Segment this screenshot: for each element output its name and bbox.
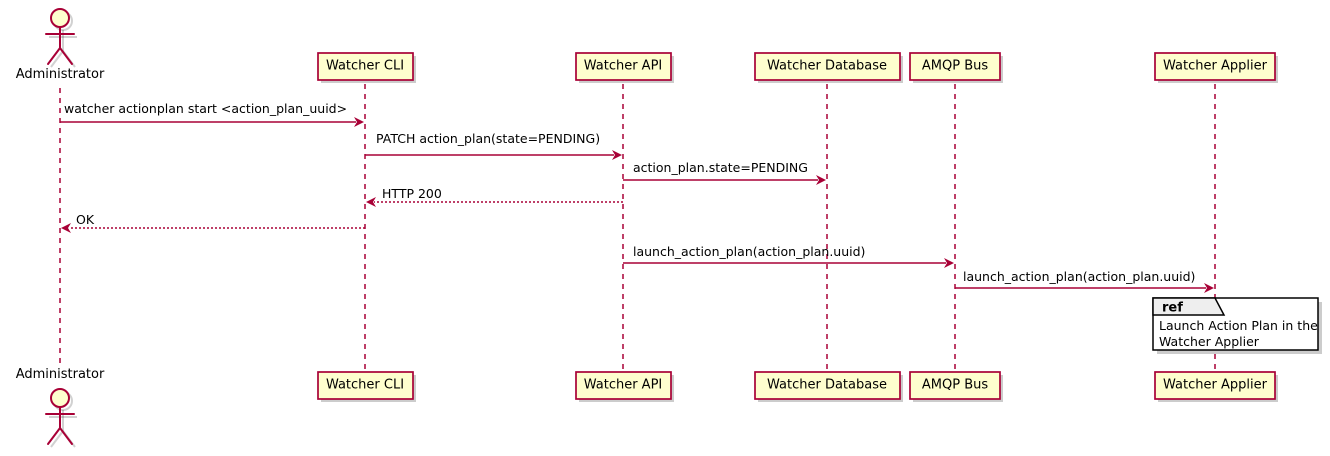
ref-text-line: Watcher Applier <box>1159 334 1260 349</box>
participant-watcher-cli[interactable]: Watcher CLI <box>317 52 416 83</box>
participant-label-watcher-applier: Watcher Applier <box>1163 378 1268 393</box>
message-arrowhead <box>354 117 364 127</box>
lifelines-layer <box>59 84 1216 372</box>
message-label: OK <box>76 212 95 227</box>
participant-watcher-api[interactable]: Watcher API <box>575 52 674 83</box>
participant-label-watcher-database: Watcher Database <box>767 378 887 393</box>
participant-label-watcher-database: Watcher Database <box>767 59 887 74</box>
message-m5[interactable]: OK <box>61 212 365 233</box>
message-label: PATCH action_plan(state=PENDING) <box>376 131 600 146</box>
actor-leg-right <box>59 427 73 445</box>
participant-watcher-database[interactable]: Watcher Database <box>754 52 903 83</box>
participant-box <box>1154 371 1276 400</box>
message-label: HTTP 200 <box>382 186 442 201</box>
participant-administrator[interactable]: Administrator <box>16 8 105 82</box>
message-label: launch_action_plan(action_plan.uuid) <box>633 244 865 259</box>
participant-box <box>909 371 1001 400</box>
participant-amqp-bus[interactable]: AMQP Bus <box>909 52 1003 83</box>
participant-watcher-database[interactable]: Watcher Database <box>754 371 903 402</box>
message-m1[interactable]: watcher actionplan start <action_plan_uu… <box>60 101 364 127</box>
message-arrowhead <box>612 150 622 160</box>
participant-box <box>317 371 414 400</box>
message-label: action_plan.state=PENDING <box>633 160 808 175</box>
message-m4[interactable]: HTTP 200 <box>366 186 623 207</box>
participant-box <box>909 52 1001 81</box>
participant-label-watcher-cli: Watcher CLI <box>326 59 404 74</box>
actor-leg-left <box>47 47 61 65</box>
participant-box <box>575 52 672 81</box>
participant-label-watcher-api: Watcher API <box>584 378 663 393</box>
message-arrowhead <box>1204 283 1214 293</box>
message-arrowhead <box>366 197 376 207</box>
message-arrowhead <box>61 223 71 233</box>
participant-label-administrator: Administrator <box>16 367 105 382</box>
participant-watcher-api[interactable]: Watcher API <box>575 371 674 402</box>
participant-box <box>575 371 672 400</box>
message-label: watcher actionplan start <action_plan_uu… <box>64 101 347 116</box>
message-m3[interactable]: action_plan.state=PENDING <box>623 160 826 185</box>
ref-text-line: Launch Action Plan in the <box>1159 318 1318 333</box>
participant-watcher-applier[interactable]: Watcher Applier <box>1154 371 1278 402</box>
participant-watcher-applier[interactable]: Watcher Applier <box>1154 52 1278 83</box>
message-arrowhead <box>816 175 826 185</box>
actor-leg-right <box>59 47 73 65</box>
message-m7[interactable]: launch_action_plan(action_plan.uuid) <box>955 269 1214 293</box>
participant-label-watcher-applier: Watcher Applier <box>1163 59 1268 74</box>
message-m2[interactable]: PATCH action_plan(state=PENDING) <box>365 131 622 160</box>
messages-layer: watcher actionplan start <action_plan_uu… <box>60 101 1214 293</box>
participant-box <box>754 52 901 81</box>
message-m6[interactable]: launch_action_plan(action_plan.uuid) <box>623 244 954 268</box>
participant-box <box>1154 52 1276 81</box>
participant-administrator[interactable]: Administrator <box>16 367 105 448</box>
ref-tab <box>1152 297 1226 316</box>
participant-label-watcher-cli: Watcher CLI <box>326 378 404 393</box>
ref-tab-label: ref <box>1162 301 1183 316</box>
participant-box <box>754 371 901 400</box>
participant-watcher-cli[interactable]: Watcher CLI <box>317 371 416 402</box>
message-arrowhead <box>944 258 954 268</box>
participant-amqp-bus[interactable]: AMQP Bus <box>909 371 1003 402</box>
actor-head-icon <box>50 388 70 408</box>
participant-label-amqp-bus: AMQP Bus <box>922 378 988 393</box>
participant-label-watcher-api: Watcher API <box>584 59 663 74</box>
actor-leg-left <box>47 427 61 445</box>
message-label: launch_action_plan(action_plan.uuid) <box>963 269 1195 284</box>
participant-label-amqp-bus: AMQP Bus <box>922 59 988 74</box>
participant-box <box>317 52 414 81</box>
participant-label-administrator: Administrator <box>16 67 105 82</box>
actor-head-icon <box>50 8 70 28</box>
